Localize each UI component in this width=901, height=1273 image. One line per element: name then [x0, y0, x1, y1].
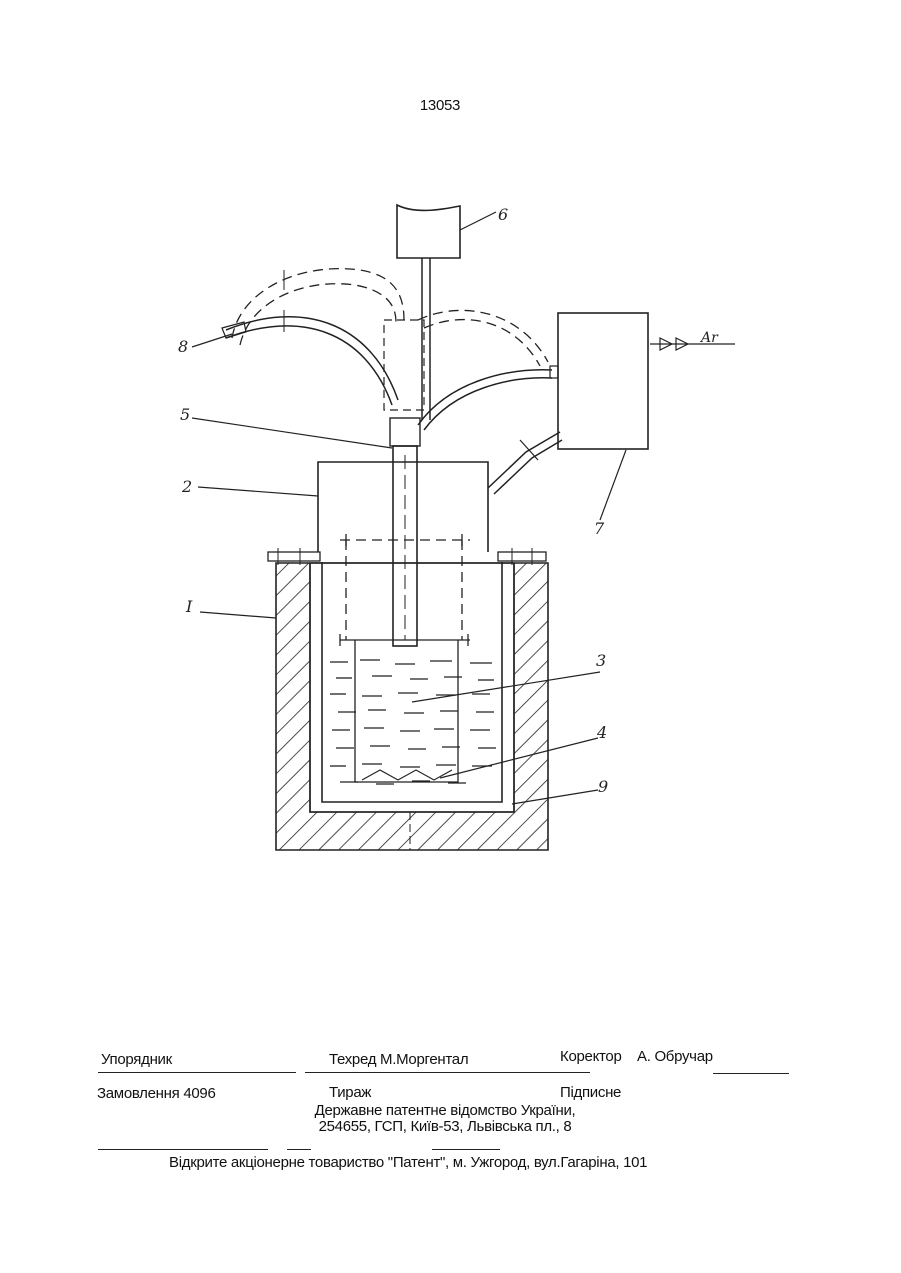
corrector-name: А. Обручар [637, 1048, 713, 1065]
corrector-label: Коректор [560, 1048, 621, 1065]
corrector-rule [713, 1073, 789, 1074]
label-4: 4 [596, 723, 607, 742]
shell-inner-wall [310, 563, 514, 812]
office-line-1: Державне патентне відомство України, [180, 1102, 710, 1119]
separator-rule-1 [98, 1149, 268, 1150]
gas-label: Ar [699, 330, 719, 346]
order-number: Замовлення 4096 [97, 1085, 216, 1102]
apparatus-drawing: Ar I 2 3 4 5 6 7 8 9 [160, 190, 760, 860]
subscription: Підписне [560, 1084, 621, 1101]
label-1: I [185, 597, 193, 616]
label-2: 2 [181, 477, 192, 496]
label-6: 6 [498, 205, 508, 224]
drive-unit [397, 205, 460, 258]
outer-shell [276, 563, 548, 850]
tech-editor: Техред М.Моргентал [329, 1051, 468, 1068]
label-7: 7 [594, 519, 605, 538]
inner-vessel [340, 534, 470, 782]
mesh-bottom [362, 770, 452, 780]
gas-supply-unit [558, 313, 648, 449]
compiler-label: Упорядник [101, 1051, 172, 1068]
label-8: 8 [178, 337, 188, 356]
page-number: 13053 [400, 97, 480, 114]
separator-rule-2 [287, 1149, 311, 1150]
compiler-rule [98, 1072, 296, 1073]
label-9: 9 [598, 777, 608, 796]
label-5: 5 [180, 405, 190, 424]
printer-imprint: Відкрите акціонерне товариство "Патент",… [169, 1154, 647, 1171]
tech-editor-rule [305, 1072, 590, 1073]
label-3: 3 [596, 651, 606, 670]
circulation: Тираж [329, 1084, 371, 1101]
office-line-2: 254655, ГСП, Київ-53, Львівська пл., 8 [180, 1118, 710, 1135]
separator-rule-3 [432, 1149, 500, 1150]
